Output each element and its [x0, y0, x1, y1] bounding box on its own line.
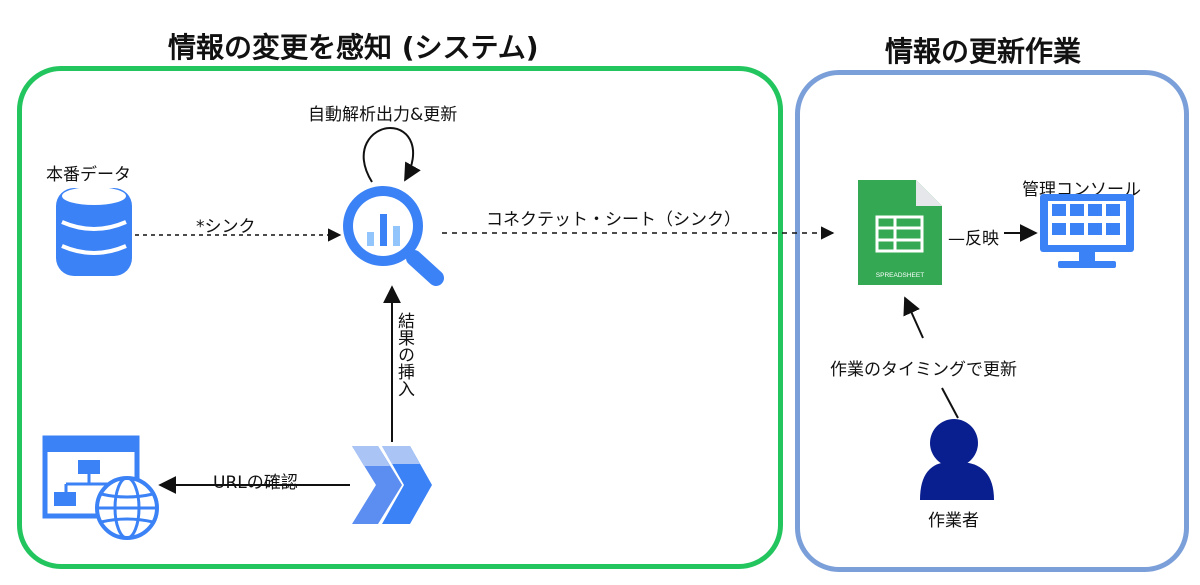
analytics-loop-label: 自動解析出力&更新: [308, 105, 458, 125]
system-panel: [17, 66, 783, 569]
manual-section-title: 情報の更新作業: [885, 35, 1082, 68]
database-label: 本番データ: [46, 165, 131, 185]
database-icon: [56, 187, 132, 276]
sync-label: *シンク: [196, 217, 256, 237]
pipeline-icon: [352, 446, 432, 524]
analytics-icon: [343, 186, 444, 286]
loop-arrow: [362, 126, 421, 183]
monitor-icon: [1040, 194, 1134, 268]
insert-result-label: 結果の挿入: [394, 312, 414, 397]
person-icon: [920, 419, 994, 500]
connected-sheet-label: コネクテット・シート（シンク）: [486, 210, 741, 230]
spreadsheet-icon: SPREADSHEET: [858, 180, 942, 285]
update-timing-arrow: [903, 296, 924, 339]
spreadsheet-icon-text: SPREADSHEET: [876, 272, 924, 279]
worker-connector: [941, 387, 959, 419]
url-check-label: URLの確認: [213, 473, 298, 493]
worker-label: 作業者: [928, 511, 979, 531]
system-section-title: 情報の変更を感知 (システム): [168, 31, 539, 64]
sitemap-globe-icon: [42, 435, 159, 540]
manual-work-panel: [795, 70, 1189, 572]
update-timing-label: 作業のタイミングで更新: [830, 360, 1017, 380]
reflect-label: —反映: [948, 229, 999, 249]
